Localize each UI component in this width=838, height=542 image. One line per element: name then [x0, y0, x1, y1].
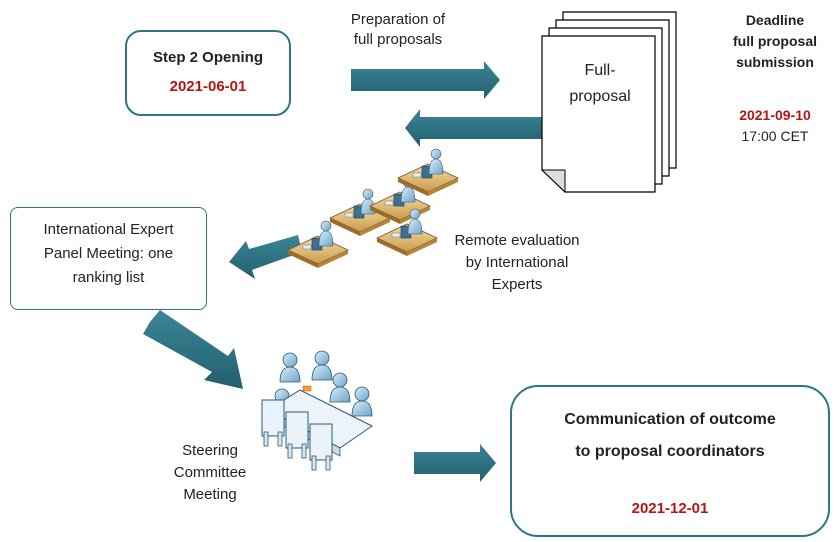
step2-date: 2021-06-01	[169, 78, 247, 95]
arrow-left-icon	[405, 109, 545, 147]
step2-opening-box: Step 2 Opening 2021-06-01	[125, 30, 291, 116]
remote-line2: by International	[465, 254, 569, 271]
meeting-table-icon	[261, 350, 373, 471]
preparation-line1: Preparation of	[350, 11, 446, 28]
preparation-label: Preparation of full proposals	[318, 10, 478, 50]
panel-line3: ranking list	[72, 269, 145, 286]
step2-title: Step 2 Opening	[152, 49, 263, 66]
full-proposal-label: Full- proposal	[550, 58, 650, 110]
panel-line1: International Expert	[43, 221, 174, 238]
steering-committee-label: Steering Committee Meeting	[150, 440, 270, 506]
deadline-time: 17:00 CET	[741, 128, 809, 144]
remote-line3: Experts	[491, 276, 543, 293]
deadline-line3: submission	[736, 54, 814, 70]
steering-line2: Committee	[173, 464, 247, 481]
arrow-right-icon	[143, 310, 243, 389]
panel-meeting-box: International Expert Panel Meeting: one …	[10, 207, 207, 310]
deadline-line2: full proposal	[733, 33, 817, 49]
arrow-right-icon	[351, 61, 500, 99]
outcome-line1: Communication of outcome	[564, 411, 776, 428]
panel-line2: Panel Meeting: one	[43, 245, 174, 262]
outcome-line2: to proposal coordinators	[575, 443, 765, 460]
remote-line1: Remote evaluation	[454, 232, 580, 249]
arrow-right-icon	[414, 444, 496, 482]
preparation-line2: full proposals	[353, 31, 443, 48]
deadline-date: 2021-09-10	[739, 107, 811, 123]
full-proposal-line1: Full-	[584, 62, 616, 79]
deadline-line1: Deadline	[745, 12, 805, 28]
arrow-left-icon	[229, 235, 302, 279]
steering-line3: Meeting	[183, 486, 237, 503]
outcome-box: Communication of outcome to proposal coo…	[510, 385, 830, 537]
steering-line1: Steering	[182, 442, 238, 459]
deadline-block: Deadline full proposal submission 2021-0…	[712, 10, 838, 147]
document-stack-icon	[540, 11, 677, 194]
full-proposal-line2: proposal	[569, 88, 631, 105]
outcome-date: 2021-12-01	[631, 500, 709, 517]
remote-evaluation-label: Remote evaluation by International Exper…	[432, 230, 602, 296]
